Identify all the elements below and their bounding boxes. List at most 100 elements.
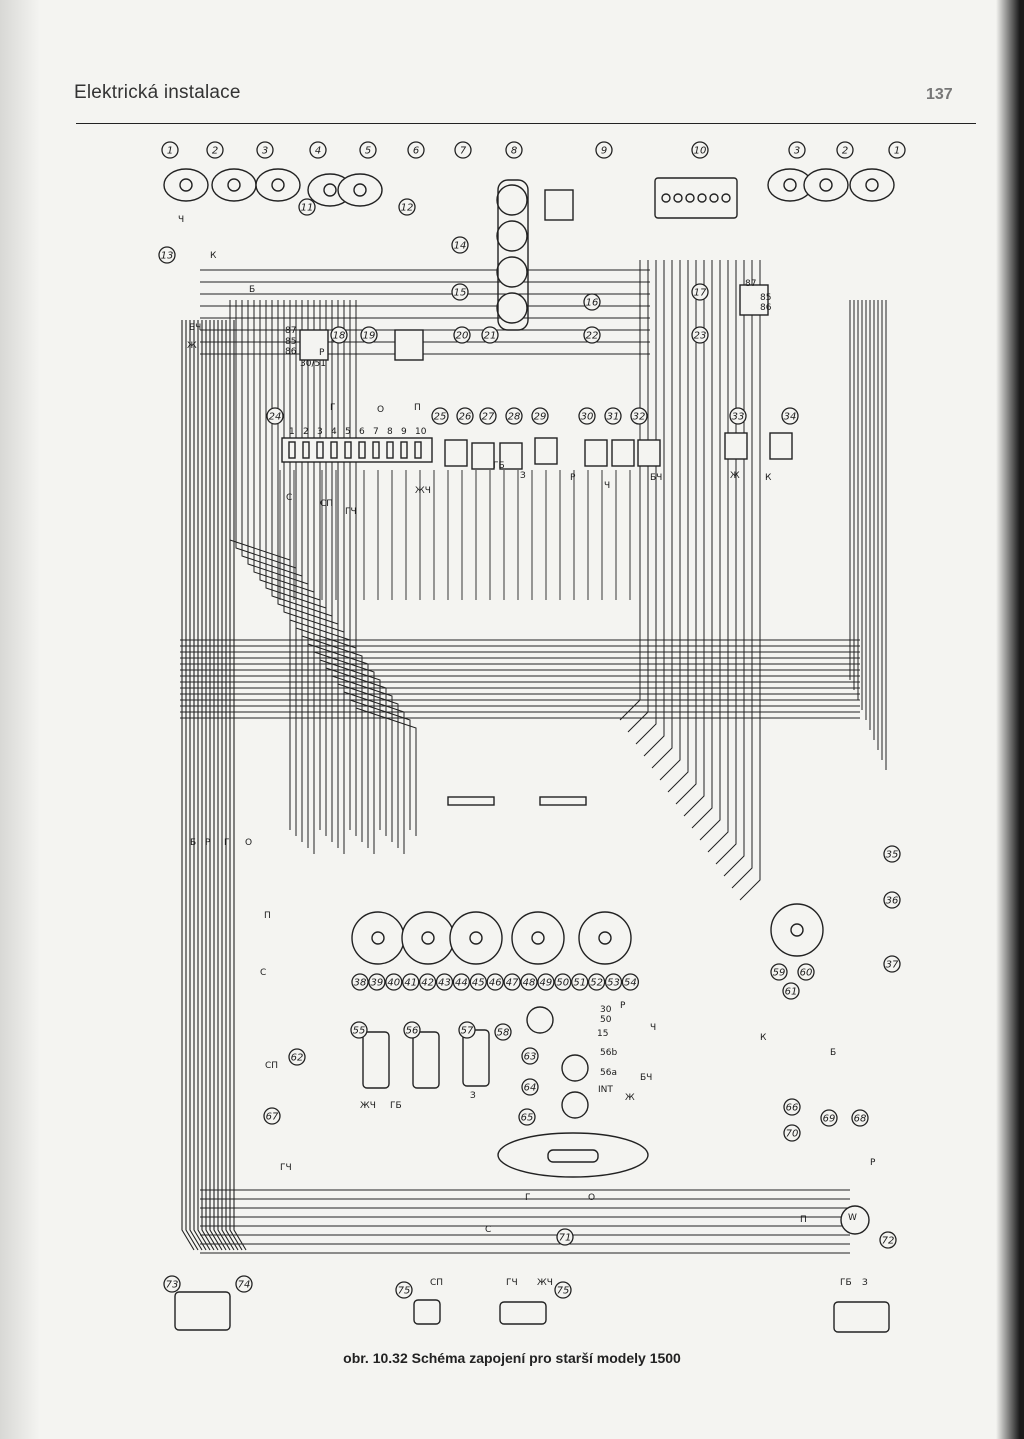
- component-number-badge: [350, 1021, 368, 1039]
- component-number: 11: [301, 203, 314, 214]
- terminal-label: 50: [600, 1015, 612, 1025]
- wire-path: [193, 320, 207, 1251]
- component-number: 41: [404, 978, 417, 989]
- wire-path: [691, 260, 713, 829]
- component-number: 75: [557, 1286, 570, 1297]
- component-number: 39: [371, 978, 384, 989]
- fuse-number: 8: [387, 427, 393, 437]
- component-number: 22: [586, 331, 599, 342]
- wire-color-label: О: [245, 838, 252, 848]
- component-number-badge: [161, 141, 179, 159]
- component-number: 70: [786, 1129, 799, 1140]
- battery-symbol: [654, 177, 738, 219]
- component-number-badge: [521, 1078, 539, 1096]
- spark-plug-symbol: [496, 184, 528, 216]
- component-number: 23: [694, 331, 707, 342]
- component-number-badge: [531, 407, 549, 425]
- gauge-center-symbol: [790, 923, 804, 937]
- component-number-badge: [486, 973, 504, 991]
- component-number: 61: [785, 987, 798, 998]
- wire-color-label: БЧ: [650, 473, 662, 483]
- component-number: 30: [581, 412, 594, 423]
- component-number: 10: [694, 146, 707, 157]
- component-number-badge: [578, 407, 596, 425]
- component-number: 12: [401, 203, 414, 214]
- component-number-badge: [351, 973, 369, 991]
- fuse-number: 6: [359, 427, 365, 437]
- wire-path: [185, 320, 199, 1251]
- wire-color-label: ГБ: [840, 1278, 852, 1288]
- wire-color-label: ГЧ: [506, 1278, 518, 1288]
- wire-path: [627, 260, 649, 733]
- component-number-badge: [783, 1098, 801, 1116]
- page-edge-shadow-left: [0, 0, 40, 1439]
- fuse-symbol: [316, 441, 324, 459]
- relay-symbol: [394, 329, 424, 361]
- headlamp-bulb-symbol: [353, 183, 367, 197]
- wire-path: [667, 260, 689, 793]
- relay-symbol: [299, 329, 329, 361]
- wire-color-label: К: [760, 1033, 767, 1043]
- component-number: 14: [454, 241, 467, 252]
- fuse-symbol: [344, 441, 352, 459]
- spark-plug-symbol: [496, 292, 528, 324]
- component-number-badge: [556, 1228, 574, 1246]
- component-number-badge: [520, 973, 538, 991]
- component-number-badge: [883, 955, 901, 973]
- component-number: 66: [786, 1103, 799, 1114]
- terminal-label: 56a: [600, 1068, 617, 1078]
- wire-color-label: Ж: [625, 1093, 635, 1103]
- component-number: 7: [460, 146, 467, 157]
- component-number-badge: [481, 326, 499, 344]
- section-title: Elektrická instalace: [74, 82, 241, 103]
- control-switch-symbol: [462, 1029, 490, 1087]
- component-number: 4: [315, 146, 321, 157]
- wire-color-label: СП: [265, 1061, 278, 1071]
- component-number-badge: [503, 973, 521, 991]
- component-number-badge: [604, 407, 622, 425]
- component-number-badge: [883, 845, 901, 863]
- headlamp-bulb-symbol: [323, 183, 337, 197]
- component-number-badge: [879, 1231, 897, 1249]
- headlamp-bulb-symbol: [865, 178, 879, 192]
- wire-color-label: К: [210, 251, 217, 261]
- component-number-badge: [770, 963, 788, 981]
- wire-color-label: З: [862, 1278, 868, 1288]
- wire-color-label: Г: [525, 1193, 531, 1203]
- headlamp-bulb-symbol: [179, 178, 193, 192]
- wire-path: [221, 320, 235, 1251]
- wire-color-label: К: [765, 473, 772, 483]
- component-number: 33: [732, 412, 745, 423]
- wire-path: [225, 320, 239, 1251]
- switch-symbol: [637, 439, 661, 467]
- component-number-badge: [494, 1023, 512, 1041]
- wire-color-label: З: [470, 1091, 476, 1101]
- wire-color-label: Г: [330, 403, 336, 413]
- component-number-badge: [360, 326, 378, 344]
- component-number-badge: [505, 141, 523, 159]
- component-number-badge: [435, 973, 454, 991]
- control-switch-symbol: [412, 1031, 440, 1089]
- wire-path: [213, 320, 227, 1251]
- wire-color-label: ГЧ: [280, 1163, 292, 1173]
- component-number-badge: [309, 141, 327, 159]
- switch-symbol: [769, 432, 793, 460]
- component-number: 21: [484, 331, 497, 342]
- wire-path: [731, 260, 753, 889]
- wire-path: [635, 260, 657, 745]
- component-number-badge: [452, 973, 471, 991]
- wire-path: [675, 260, 697, 805]
- switch-symbol: [534, 437, 558, 465]
- terminal-label: 30/51: [300, 359, 326, 369]
- fuse-number: 10: [415, 427, 427, 437]
- wiring-diagram-wires: [180, 260, 887, 1254]
- component-number: 71: [559, 1233, 572, 1244]
- component-number-badge: [537, 973, 555, 991]
- page-number: 137: [926, 86, 953, 103]
- component-number-badge: [571, 973, 589, 991]
- terminal-label: 86: [760, 303, 772, 313]
- component-number-badge: [691, 326, 709, 344]
- component-number: 27: [482, 412, 495, 423]
- component-number-badge: [407, 141, 425, 159]
- component-number-badge: [604, 973, 623, 991]
